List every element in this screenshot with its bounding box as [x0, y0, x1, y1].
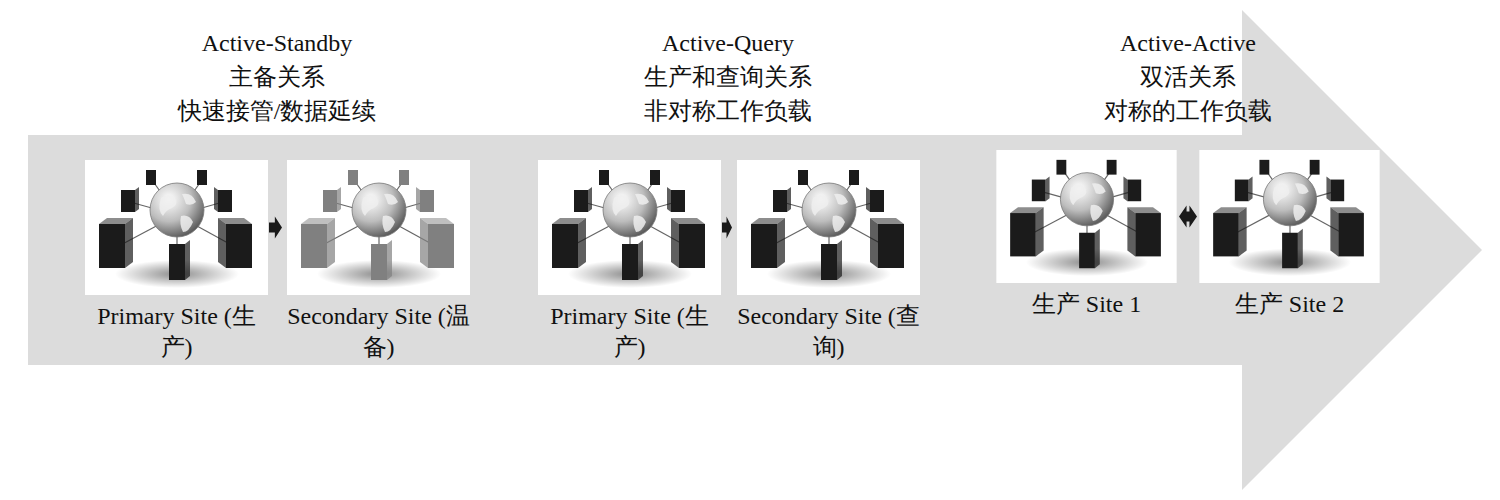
- site-node: 生产 Site 2: [1198, 150, 1381, 320]
- site-label: Primary Site (生产): [85, 295, 268, 363]
- icon-area: [283, 160, 474, 295]
- flow-arrow: [1179, 206, 1197, 228]
- flow-arrow: [722, 217, 732, 239]
- mode-title: Active-Standby: [202, 28, 353, 58]
- network-icon-standby: [287, 160, 470, 295]
- site-label: Secondary Site (温备): [283, 295, 474, 363]
- mode-title: Active-Active: [1120, 28, 1256, 58]
- mode-caption: 双活关系: [1140, 62, 1236, 92]
- icon-area: [538, 160, 721, 295]
- mode-title: Active-Query: [662, 28, 794, 58]
- site-label: Secondary Site (查询): [733, 295, 924, 363]
- site-node: Primary Site (生产): [538, 160, 721, 363]
- icon-area: [995, 150, 1178, 283]
- network-icon: [737, 160, 920, 295]
- site-node: Secondary Site (查询): [733, 160, 924, 363]
- mode-caption: 快速接管/数据延续: [178, 96, 377, 126]
- mode-caption: 生产和查询关系: [644, 62, 812, 92]
- site-label: 生产 Site 1: [995, 283, 1178, 320]
- site-node: Secondary Site (温备): [283, 160, 474, 363]
- site-node: 生产 Site 1: [995, 150, 1178, 320]
- network-icon: [1199, 150, 1379, 283]
- mode-caption: 主备关系: [229, 62, 325, 92]
- icon-area: [1198, 150, 1381, 283]
- icon-area: [733, 160, 924, 295]
- progress-arrow-band: [28, 10, 1482, 490]
- site-label: 生产 Site 2: [1198, 283, 1381, 320]
- site-label: Primary Site (生产): [538, 295, 721, 363]
- flow-arrow: [269, 217, 282, 239]
- mode-caption: 非对称工作负载: [644, 96, 812, 126]
- site-node: Primary Site (生产): [85, 160, 268, 363]
- icon-area: [85, 160, 268, 295]
- network-icon: [85, 160, 268, 295]
- network-icon: [538, 160, 721, 295]
- mode-caption: 对称的工作负载: [1104, 96, 1272, 126]
- network-icon: [996, 150, 1176, 283]
